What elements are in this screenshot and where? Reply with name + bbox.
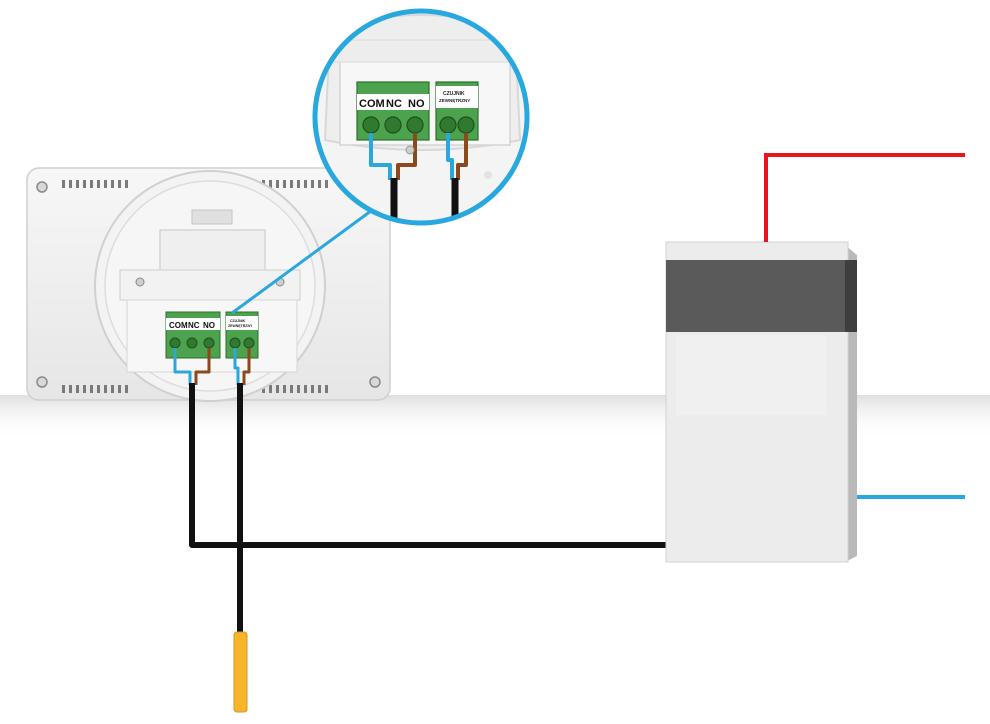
vent-slot bbox=[90, 385, 93, 393]
boiler-band bbox=[666, 260, 848, 332]
sensor-label-1: CZUJNIK bbox=[443, 91, 465, 97]
vent-slot bbox=[83, 385, 86, 393]
com-label-small: COM bbox=[169, 321, 188, 330]
vent-slot bbox=[318, 385, 321, 393]
vent-slot bbox=[111, 180, 114, 188]
hot-water-pipe bbox=[764, 153, 965, 242]
vent-slot bbox=[290, 385, 293, 393]
vent-slot bbox=[304, 385, 307, 393]
sensor-terminal-block-small: CZUJNIK ZEWNĘTRZNY bbox=[225, 311, 259, 359]
vent-slots-bottom bbox=[62, 385, 328, 393]
callout-ring bbox=[312, 8, 530, 226]
no-label: NO bbox=[408, 98, 425, 110]
vent-slot bbox=[83, 180, 86, 188]
relay-cable bbox=[189, 383, 668, 548]
zoom-callout: COM NC NO CZUJNIK ZEWNĘTRZNY bbox=[312, 8, 530, 226]
vent-slot bbox=[304, 180, 307, 188]
vent-slot bbox=[97, 180, 100, 188]
callout-pointer-line bbox=[231, 206, 376, 315]
vent-slot bbox=[311, 385, 314, 393]
vent-slot bbox=[62, 180, 65, 188]
nc-label: NC bbox=[386, 98, 402, 110]
boiler bbox=[665, 241, 857, 563]
boiler-reflection bbox=[676, 335, 826, 415]
vent-slot bbox=[69, 385, 72, 393]
vent-slot bbox=[118, 385, 121, 393]
vent-slot bbox=[97, 385, 100, 393]
thermostat-back: COM NC NO CZUJNIK ZEWNĘTRZNY bbox=[26, 167, 391, 402]
vent-slot bbox=[104, 385, 107, 393]
vent-slot bbox=[325, 385, 328, 393]
sensor-label-small-1: CZUJNIK bbox=[230, 319, 246, 323]
vent-slot bbox=[125, 180, 128, 188]
vent-slot bbox=[76, 385, 79, 393]
label-plate bbox=[191, 209, 233, 225]
vent-slot bbox=[125, 385, 128, 393]
relay-terminal-block-zoom: COM NC NO bbox=[356, 81, 430, 141]
vent-slot bbox=[269, 385, 272, 393]
vent-slot bbox=[283, 385, 286, 393]
nc-label-small: NC bbox=[188, 321, 200, 330]
vent-slot bbox=[276, 180, 279, 188]
vent-slot bbox=[318, 180, 321, 188]
vent-slot bbox=[90, 180, 93, 188]
temperature-sensor-probe bbox=[233, 631, 248, 713]
vent-slot bbox=[269, 180, 272, 188]
vent-slot bbox=[297, 385, 300, 393]
vent-slot bbox=[62, 385, 65, 393]
terminal-shelf bbox=[119, 269, 301, 301]
sensor-terminal-block-zoom: CZUJNIK ZEWNĘTRZNY bbox=[435, 81, 479, 141]
vent-slot bbox=[325, 180, 328, 188]
vent-slots-top bbox=[62, 180, 328, 188]
vent-slot bbox=[69, 180, 72, 188]
com-label: COM bbox=[359, 98, 385, 110]
vent-slot bbox=[283, 180, 286, 188]
sensor-label-2: ZEWNĘTRZNY bbox=[439, 98, 470, 103]
vent-slot bbox=[311, 180, 314, 188]
vent-slot bbox=[297, 180, 300, 188]
no-label-small: NO bbox=[203, 321, 215, 330]
relay-terminal-block-small: COM NC NO bbox=[165, 311, 221, 359]
vent-slot bbox=[111, 385, 114, 393]
vent-slot bbox=[276, 385, 279, 393]
wire-tails-small bbox=[173, 348, 251, 385]
vent-slot bbox=[262, 385, 265, 393]
vent-slot bbox=[76, 180, 79, 188]
vent-slot bbox=[118, 180, 121, 188]
vent-slot bbox=[104, 180, 107, 188]
sensor-label-small-2: ZEWNĘTRZNY bbox=[228, 324, 253, 328]
vent-slot bbox=[290, 180, 293, 188]
